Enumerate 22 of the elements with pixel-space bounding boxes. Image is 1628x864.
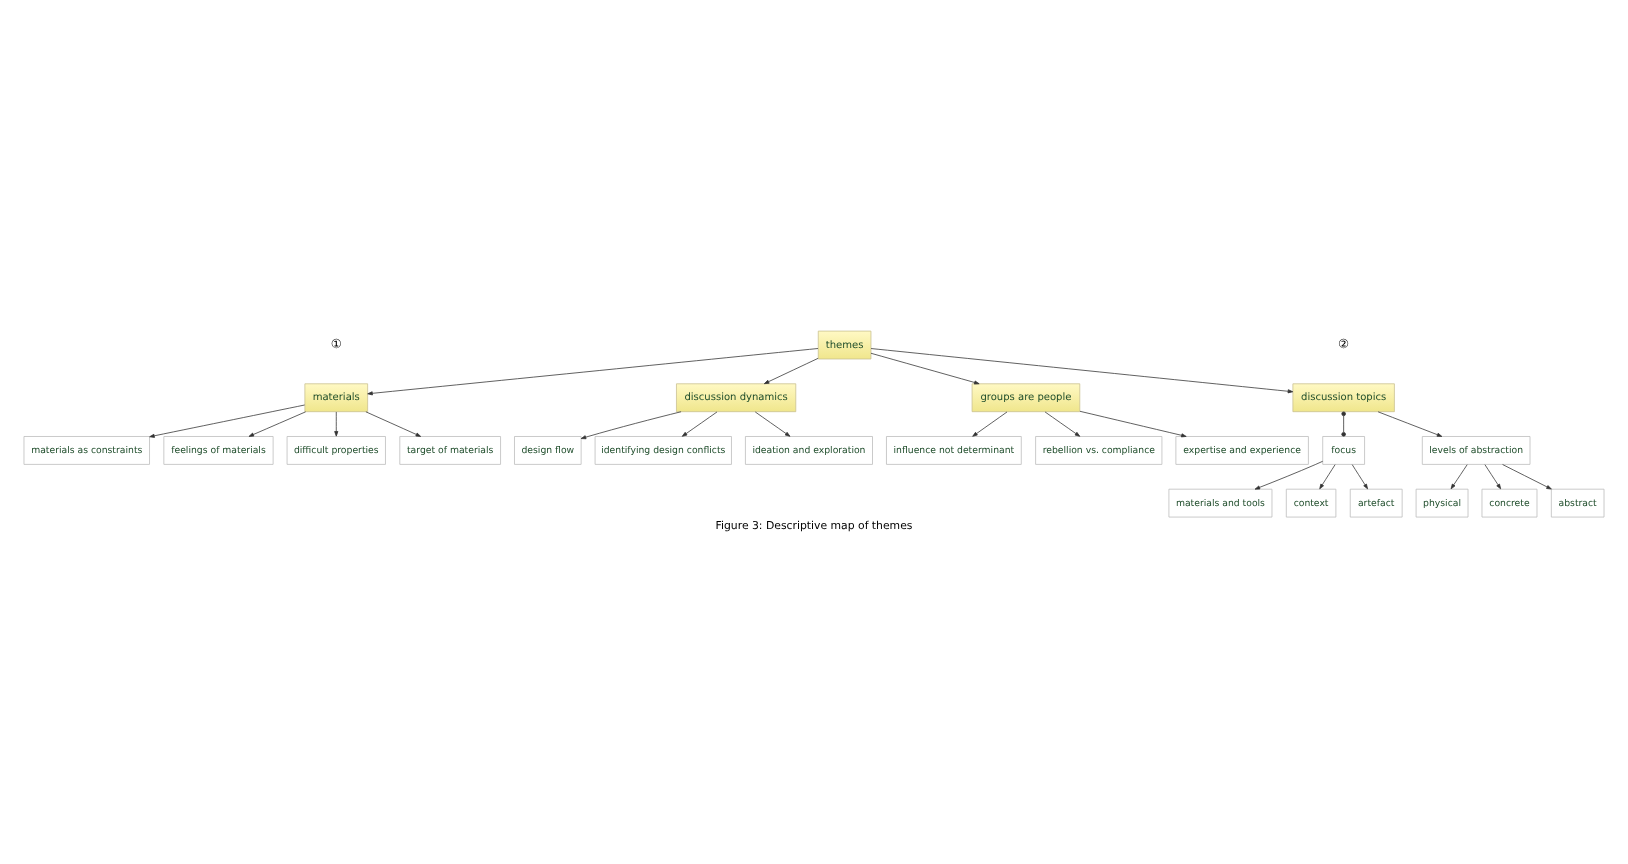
connector	[1341, 410, 1346, 436]
arrow	[870, 347, 1294, 393]
arrow	[248, 410, 306, 436]
arrow	[681, 410, 718, 436]
arrow	[367, 347, 819, 395]
arrow	[763, 356, 819, 384]
arrow	[1377, 410, 1443, 436]
arrow	[334, 410, 339, 436]
arrow	[365, 410, 422, 436]
arrow	[1319, 463, 1336, 489]
arrow	[1079, 409, 1187, 437]
arrow	[972, 410, 1008, 436]
arrow	[1484, 463, 1502, 489]
arrow	[149, 403, 306, 437]
arrow	[1351, 463, 1368, 489]
arrow	[1044, 410, 1081, 436]
arrow	[1502, 463, 1552, 489]
arrow	[1450, 463, 1468, 489]
arrow	[870, 351, 980, 384]
arrow	[754, 410, 791, 436]
arrow	[580, 410, 682, 439]
arrow	[1254, 459, 1324, 489]
